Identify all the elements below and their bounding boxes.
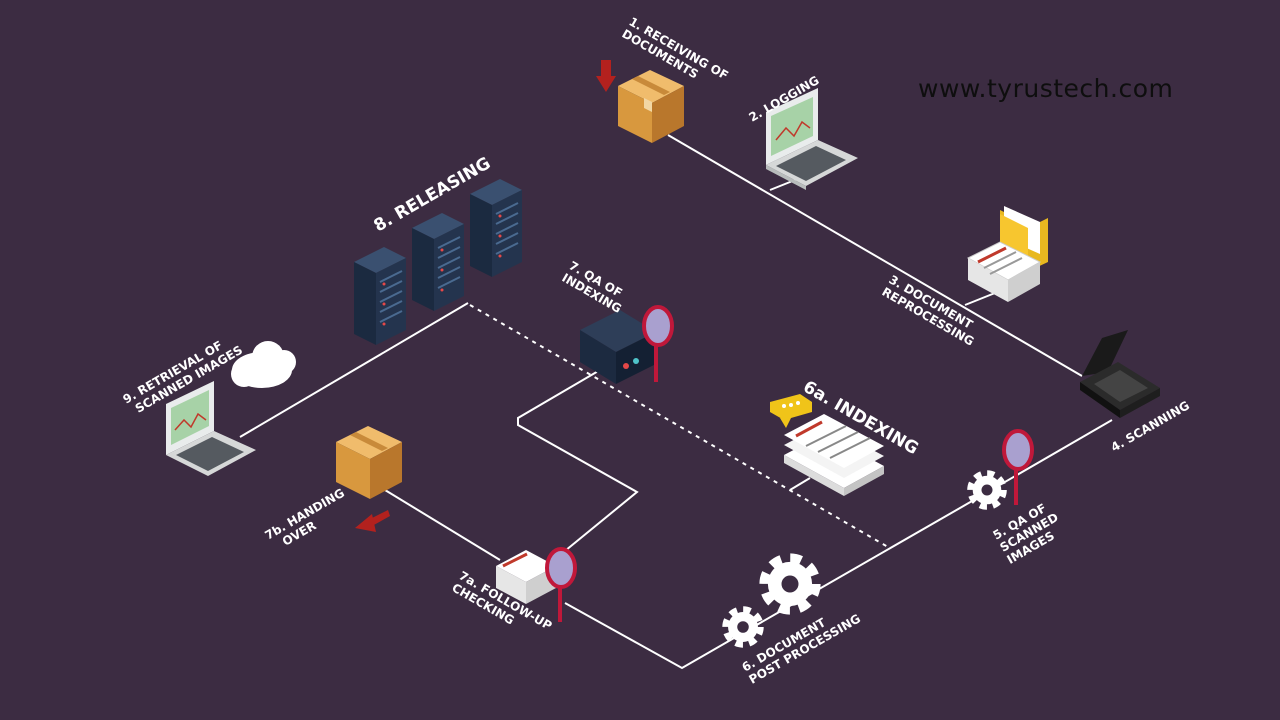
server-rack-icon-1	[354, 247, 406, 345]
label-qa-indexing: 7. QA OF INDEXING	[560, 258, 631, 315]
line-indexing-branch	[789, 477, 811, 491]
line-followup-to-handingover	[384, 489, 501, 561]
magnifier-icon-followup	[545, 547, 577, 622]
magnifier-icon-qa-indexing	[642, 305, 674, 382]
connector-lines	[239, 134, 1113, 670]
website-url: www.tyrustech.com	[918, 74, 1174, 103]
cloud-icon	[231, 341, 296, 388]
server-rack-icon-3	[470, 179, 522, 277]
line-receiving-to-scanning	[667, 134, 1083, 377]
gear-icon-qa-scanned	[972, 475, 1003, 506]
indexing-documents-icon	[784, 414, 884, 496]
package-box-icon	[618, 70, 684, 143]
scanner-icon	[1080, 330, 1160, 418]
magnifier-icon-qa-scanned	[1002, 429, 1034, 505]
server-rack-icon-2	[412, 213, 464, 311]
incoming-arrow-icon	[596, 60, 616, 92]
label-qa-scanned: 5. QA OF SCANNED IMAGES	[991, 496, 1072, 567]
label-handover: 7b. HANDING OVER	[263, 484, 358, 555]
line-releasing-to-retrieval	[239, 302, 469, 438]
network-device-icon	[580, 310, 656, 384]
outgoing-arrow-icon	[355, 510, 390, 532]
laptop-icon-retrieval	[166, 381, 256, 476]
line-reprocessing-branch	[964, 292, 996, 306]
line-qa-indexing-loop	[517, 369, 639, 556]
handover-box-icon	[336, 426, 402, 499]
folder-documents-icon	[966, 206, 1048, 302]
laptop-icon-logging	[766, 88, 858, 190]
chat-bubble-icon	[770, 394, 812, 428]
